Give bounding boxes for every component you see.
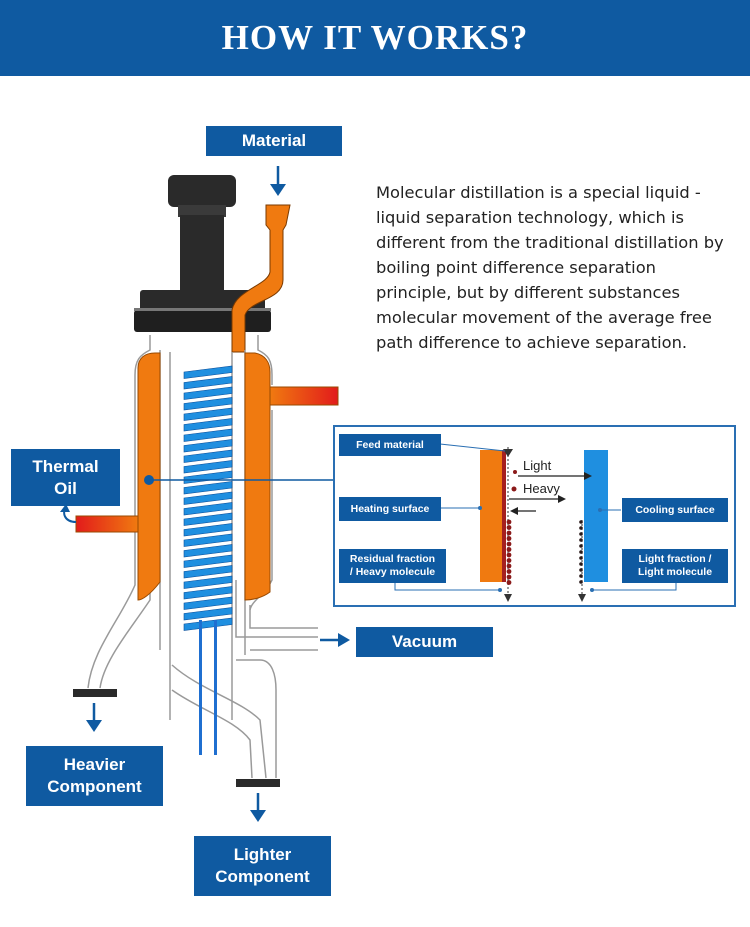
light-arrow-label: Light [523, 458, 552, 473]
material-arrow-icon [270, 166, 286, 196]
thermal-oil-label: Thermal Oil [11, 449, 120, 506]
cooling-surface-bar [584, 450, 608, 582]
cooling-surface-label: Cooling surface [622, 498, 728, 522]
page-title: HOW IT WORKS? [221, 18, 529, 57]
header-banner [0, 0, 750, 76]
connector-line [144, 475, 333, 485]
light-molecule-dots [579, 520, 583, 584]
vacuum-label: Vacuum [356, 627, 493, 657]
material-label: Material [206, 126, 342, 156]
condenser-coil-icon [183, 365, 233, 631]
description-text: Molecular distillation is a special liqu… [376, 183, 724, 352]
heating-surface-bar [480, 450, 504, 582]
light-fraction-label: Light fraction / Light molecule [622, 549, 728, 583]
lighter-component-label: Lighter Component [194, 836, 331, 896]
heating-surface-label: Heating surface [339, 497, 441, 521]
light-outlet-icon [236, 779, 280, 822]
feed-material-label: Feed material [339, 434, 441, 456]
heavy-outlet-icon [73, 689, 117, 732]
heavy-arrow-label: Heavy [523, 481, 560, 496]
vacuum-arrow-icon [320, 633, 350, 647]
heavier-component-label: Heavier Component [26, 746, 163, 806]
heavy-molecule-dots [506, 519, 512, 585]
coolant-pipe-icon [199, 620, 217, 755]
residual-fraction-label: Residual fraction / Heavy molecule [339, 549, 446, 583]
